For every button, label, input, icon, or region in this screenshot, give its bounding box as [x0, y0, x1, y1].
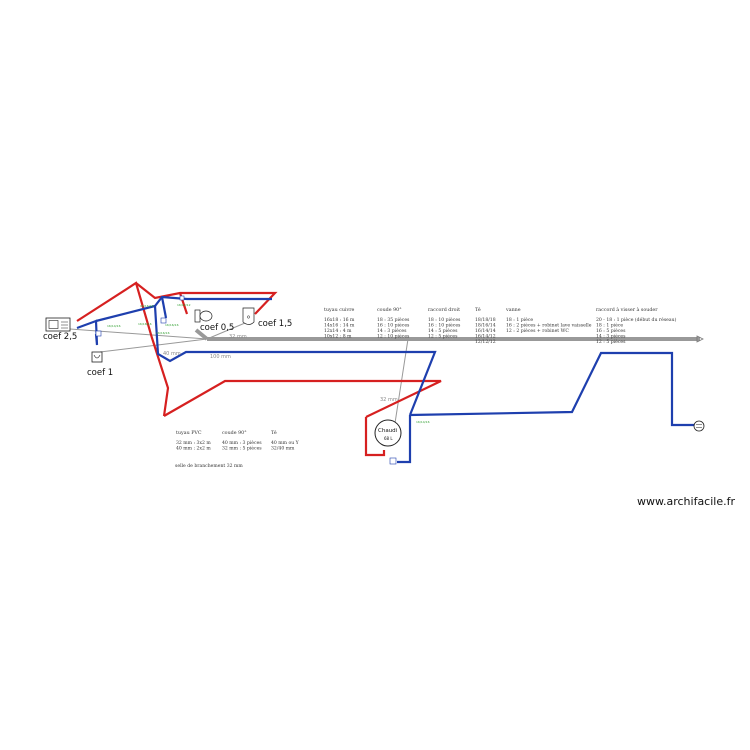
boiler-drain-pipe[interactable]	[392, 338, 409, 437]
material-bottom-line-1-0: 40 mm : 3 pièces	[222, 439, 262, 446]
shower-coef-label: coef 1,5	[258, 319, 292, 329]
material-top-line-2-0: 18 : 10 pièces	[428, 316, 461, 323]
material-top-line-3-3: 16/14/12	[475, 334, 496, 340]
material-bottom-line-0-1: 40 mm : 2x2 m	[176, 446, 211, 452]
material-top-line-4-0: 18 : 1 pièce	[506, 316, 533, 323]
kitchen-sink: coef 2,5	[43, 317, 77, 342]
material-bottom-line-1-1: 32 mm : 5 pièces	[222, 445, 262, 452]
material-top-line-0-2: 12x14 : 4 m	[324, 328, 352, 334]
material-top-title-5: raccord à visser à souder	[596, 306, 658, 313]
material-bottom-title-2: Té	[271, 429, 277, 436]
material-top-line-5-3: 14 : 3 pièces	[596, 333, 626, 340]
material-top-line-0-3: 10x12 : 8 m	[324, 334, 352, 340]
material-bottom-line-2-0: 40 mm ou Y	[271, 440, 300, 446]
lavabo-icon	[91, 351, 103, 363]
material-top-line-3-2: 16/14/14	[475, 328, 496, 334]
water-meter-icon[interactable]	[693, 420, 705, 432]
drain-saddle-note: selle de branchement 32 mm	[175, 463, 243, 469]
material-top-line-5-4: 12 : 5 pièces	[596, 338, 626, 345]
lavabo: coef 1	[87, 351, 113, 378]
material-top-line-4-2: 12 : 2 pièces + robinet WC	[506, 327, 569, 334]
material-top-line-1-2: 14 : 3 pièces	[377, 327, 407, 334]
drain-network	[69, 322, 700, 437]
shower-icon	[242, 307, 255, 325]
boiler-capacity: 68 L	[384, 436, 393, 441]
wc-tank-icon	[194, 309, 201, 323]
material-top-line-4-1: 16 : 2 pièces + robinet lave vaisselle	[506, 322, 592, 329]
tee-label-1: 16/14/16	[107, 324, 121, 328]
drain-label-40: 40 mm	[163, 351, 181, 357]
cold-water-pipe-main[interactable]	[409, 351, 696, 427]
sink-coef-label: coef 2,5	[43, 332, 77, 342]
material-top-line-1-1: 16 : 10 pièces	[377, 322, 410, 329]
tee-label-4: 16/16/16	[138, 322, 152, 326]
drain-label-100: 100 mm	[210, 354, 231, 360]
material-top-line-3-4: 12/12/12	[475, 339, 496, 345]
tee-label-6: 16/16/16	[156, 331, 170, 335]
wc-valve-icon	[160, 317, 167, 324]
boiler-icon	[374, 419, 402, 447]
material-top-line-3-1: 18/16/14	[475, 323, 496, 329]
tee-label-2: 16/16/16	[140, 304, 154, 308]
drain-label-32a: 32 mm	[229, 334, 247, 340]
drain-outlet-arrow-icon	[696, 335, 704, 343]
boiler-label: Chaudi	[378, 428, 398, 434]
wc-coef-label: coef 0,5	[200, 323, 234, 333]
cold-water-pipe-boiler[interactable]	[397, 415, 412, 464]
material-top-title-1: coude 90°	[377, 307, 402, 313]
tee-label-7: 16/14/16	[416, 420, 430, 424]
material-top-line-1-3: 12 : 10 pièces	[377, 333, 410, 340]
drain-label-32b: 32 mm	[380, 397, 398, 403]
cold-water-pipe-wc[interactable]	[160, 296, 168, 319]
material-bottom-title-1: coude 90°	[222, 430, 247, 436]
hot-water-pipe-boiler[interactable]	[364, 417, 386, 457]
material-top-line-0-1: 14x16 : 14 m	[324, 323, 355, 329]
material-top-line-0-0: 16x18 : 16 m	[324, 317, 355, 323]
lavabo-coef-label: coef 1	[87, 368, 113, 378]
watermark: www.archifacile.fr	[637, 495, 735, 508]
hot-water-pipe-west[interactable]	[76, 281, 170, 417]
material-top-title-2: raccord droit	[428, 307, 460, 313]
hot-water-pipe-east[interactable]	[163, 379, 442, 418]
material-top-title-3: Té	[475, 306, 481, 313]
material-top-title-4: vanne	[505, 308, 521, 313]
shower: coef 1,5	[242, 307, 292, 329]
material-top-line-1-0: 18 : 35 pièces	[377, 316, 410, 323]
wc-bowl-icon	[199, 310, 213, 322]
material-top-line-2-1: 16 : 10 pièces	[428, 322, 461, 329]
water-meter	[693, 420, 705, 432]
dishwasher-valve-icon	[95, 330, 102, 337]
material-bottom-line-0-0: 32 mm : 3x2 m	[176, 440, 211, 446]
wc: coef 0,5	[194, 309, 234, 333]
sink-drain-pipe[interactable]	[69, 328, 208, 340]
material-top-line-5-0: 20 - 18 : 1 pièce (début du réseau)	[596, 316, 677, 323]
wc-drain-pipe[interactable]	[194, 328, 209, 341]
material-top-line-5-2: 16 : 5 pièces	[596, 327, 626, 334]
tee-label-5: 16/16/16	[165, 323, 179, 327]
material-bottom-line-2-1: 32/40 mm	[271, 446, 295, 452]
tee-label-3: 16/12/12	[177, 303, 191, 307]
material-bottom-title-0: tuyau PVC	[176, 430, 202, 436]
boiler: Chaudi 68 L	[374, 419, 402, 465]
material-top-line-2-2: 14 : 5 pièces	[428, 327, 458, 334]
boiler-valve-icon	[389, 457, 397, 465]
material-top-line-2-3: 12 : 5 pièces	[428, 333, 458, 340]
cold-water-pipe-west[interactable]	[76, 319, 99, 346]
material-top-line-3-0: 18/18/18	[475, 317, 496, 323]
cold-water-pipe-south[interactable]	[153, 305, 437, 416]
material-top-line-5-1: 18 : 1 pièce	[596, 322, 623, 329]
north-valve-icon	[179, 295, 185, 301]
material-top-title-0: tuyau cuivre	[324, 307, 355, 313]
shower-drain-pipe[interactable]	[206, 322, 246, 340]
material-table-bottom: tuyau PVC 32 mm : 3x2 m40 mm : 2x2 m coude…	[176, 429, 300, 452]
